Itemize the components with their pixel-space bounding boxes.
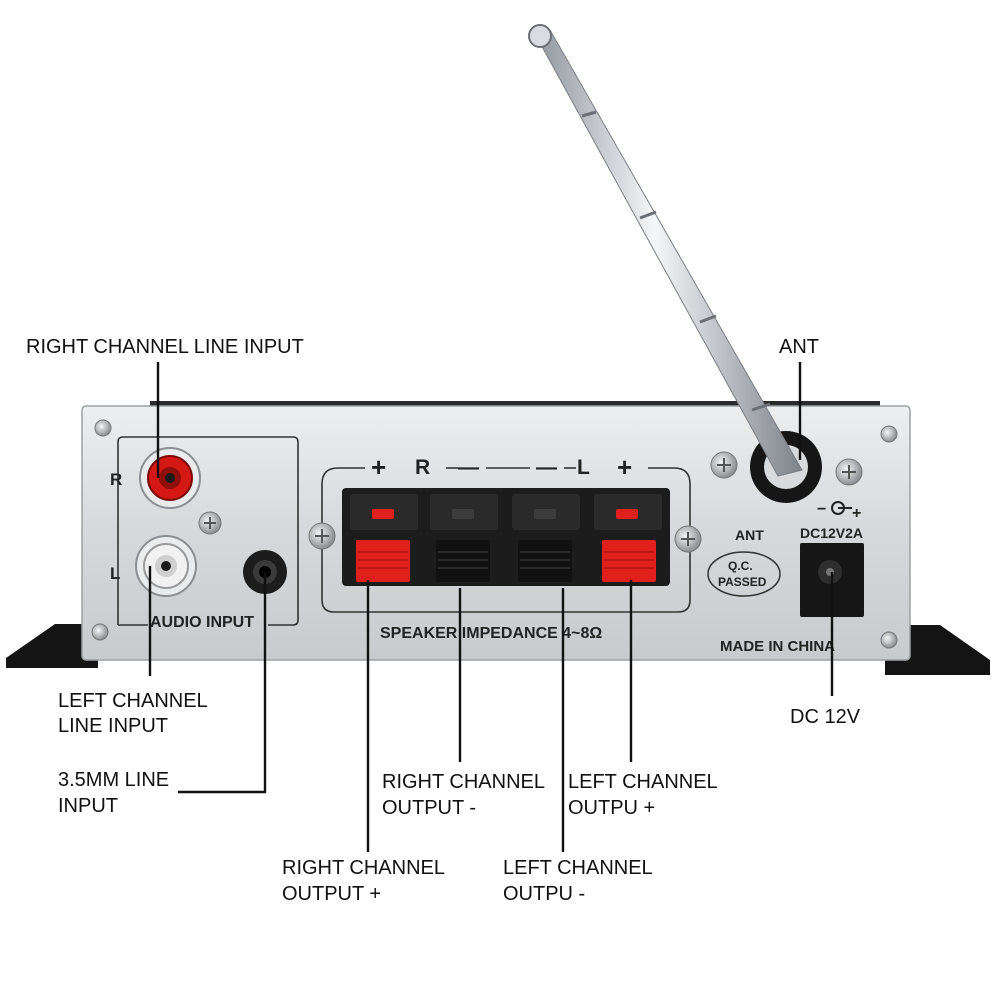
callout-mm-line-input-1: 3.5MM LINE <box>58 769 169 791</box>
callout-right-channel-line-input: RIGHT CHANNEL LINE INPUT <box>26 336 304 358</box>
panel-l-label: L <box>110 564 120 583</box>
callout-mm-line-input-2: INPUT <box>58 795 118 817</box>
callout-left-channel-output-plus-1: LEFT CHANNEL <box>568 771 718 793</box>
callout-left-channel-output-plus-2: OUTPU + <box>568 797 655 819</box>
speaker-terminal-block <box>342 488 670 586</box>
callout-right-channel-output-minus-1: RIGHT CHANNEL <box>382 771 545 793</box>
qc-line-1: Q.C. <box>728 559 753 573</box>
screw-audio-input-cross <box>204 517 216 529</box>
screw-antenna-left-cross <box>717 458 731 472</box>
callout-left-channel-line-input-2: LINE INPUT <box>58 715 168 737</box>
terminal-header-plus-left: + <box>617 452 632 482</box>
callout-ant: ANT <box>779 336 819 358</box>
terminal-header-plus-right: + <box>371 452 386 482</box>
qc-passed-stamp <box>707 551 781 597</box>
screw-antenna-right-cross <box>842 465 856 479</box>
screw-terminal-right-cross <box>681 532 695 546</box>
audio-input-frame <box>117 436 299 626</box>
callout-left-channel-output-minus-1: LEFT CHANNEL <box>503 857 653 879</box>
screw-bottom-right <box>880 631 898 649</box>
callout-left-channel-line-input-1: LEFT CHANNEL <box>58 690 208 712</box>
terminal-left-plus[interactable] <box>594 494 662 582</box>
terminal-right-plus[interactable] <box>350 494 418 582</box>
terminal-header-l: L <box>577 456 590 479</box>
speaker-impedance-label: SPEAKER IMPEDANCE 4~8Ω <box>380 625 602 642</box>
terminal-header-minus-left: — <box>536 456 557 479</box>
polarity-minus: − <box>817 501 826 518</box>
screw-terminal-left-cross <box>315 529 329 543</box>
speaker-terminal-frame <box>321 467 691 613</box>
callout-right-channel-output-minus-2: OUTPUT - <box>382 797 476 819</box>
right-chassis-foot <box>885 625 990 675</box>
rca-jack-left[interactable] <box>135 535 197 597</box>
callout-left-channel-output-minus-2: OUTPU - <box>503 883 585 905</box>
audio-input-label: AUDIO INPUT <box>150 614 254 631</box>
terminal-right-minus[interactable] <box>430 494 498 582</box>
panel-ant-label: ANT <box>735 527 764 543</box>
left-chassis-foot <box>6 624 98 668</box>
screw-top-right <box>880 425 898 443</box>
made-in-label: MADE IN CHINA <box>720 638 835 655</box>
telescopic-antenna[interactable] <box>528 24 803 477</box>
screw-bottom-left <box>91 623 109 641</box>
rca-jack-right[interactable] <box>139 447 201 509</box>
callout-right-channel-output-plus-2: OUTPUT + <box>282 883 381 905</box>
panel-r-label: R <box>110 470 122 489</box>
leader-3-5mm-line-input <box>178 572 267 794</box>
terminal-left-minus[interactable] <box>512 494 580 582</box>
terminal-header-r: R <box>415 456 430 479</box>
terminal-header-minus-right: — <box>458 456 479 479</box>
screw-top-left <box>94 419 112 437</box>
callout-right-channel-output-plus-1: RIGHT CHANNEL <box>282 857 445 879</box>
callout-dc-12v: DC 12V <box>790 706 861 728</box>
qc-line-2: PASSED <box>718 575 767 589</box>
dc-rating-label: DC12V2A <box>800 525 863 541</box>
polarity-plus: + <box>852 505 861 522</box>
